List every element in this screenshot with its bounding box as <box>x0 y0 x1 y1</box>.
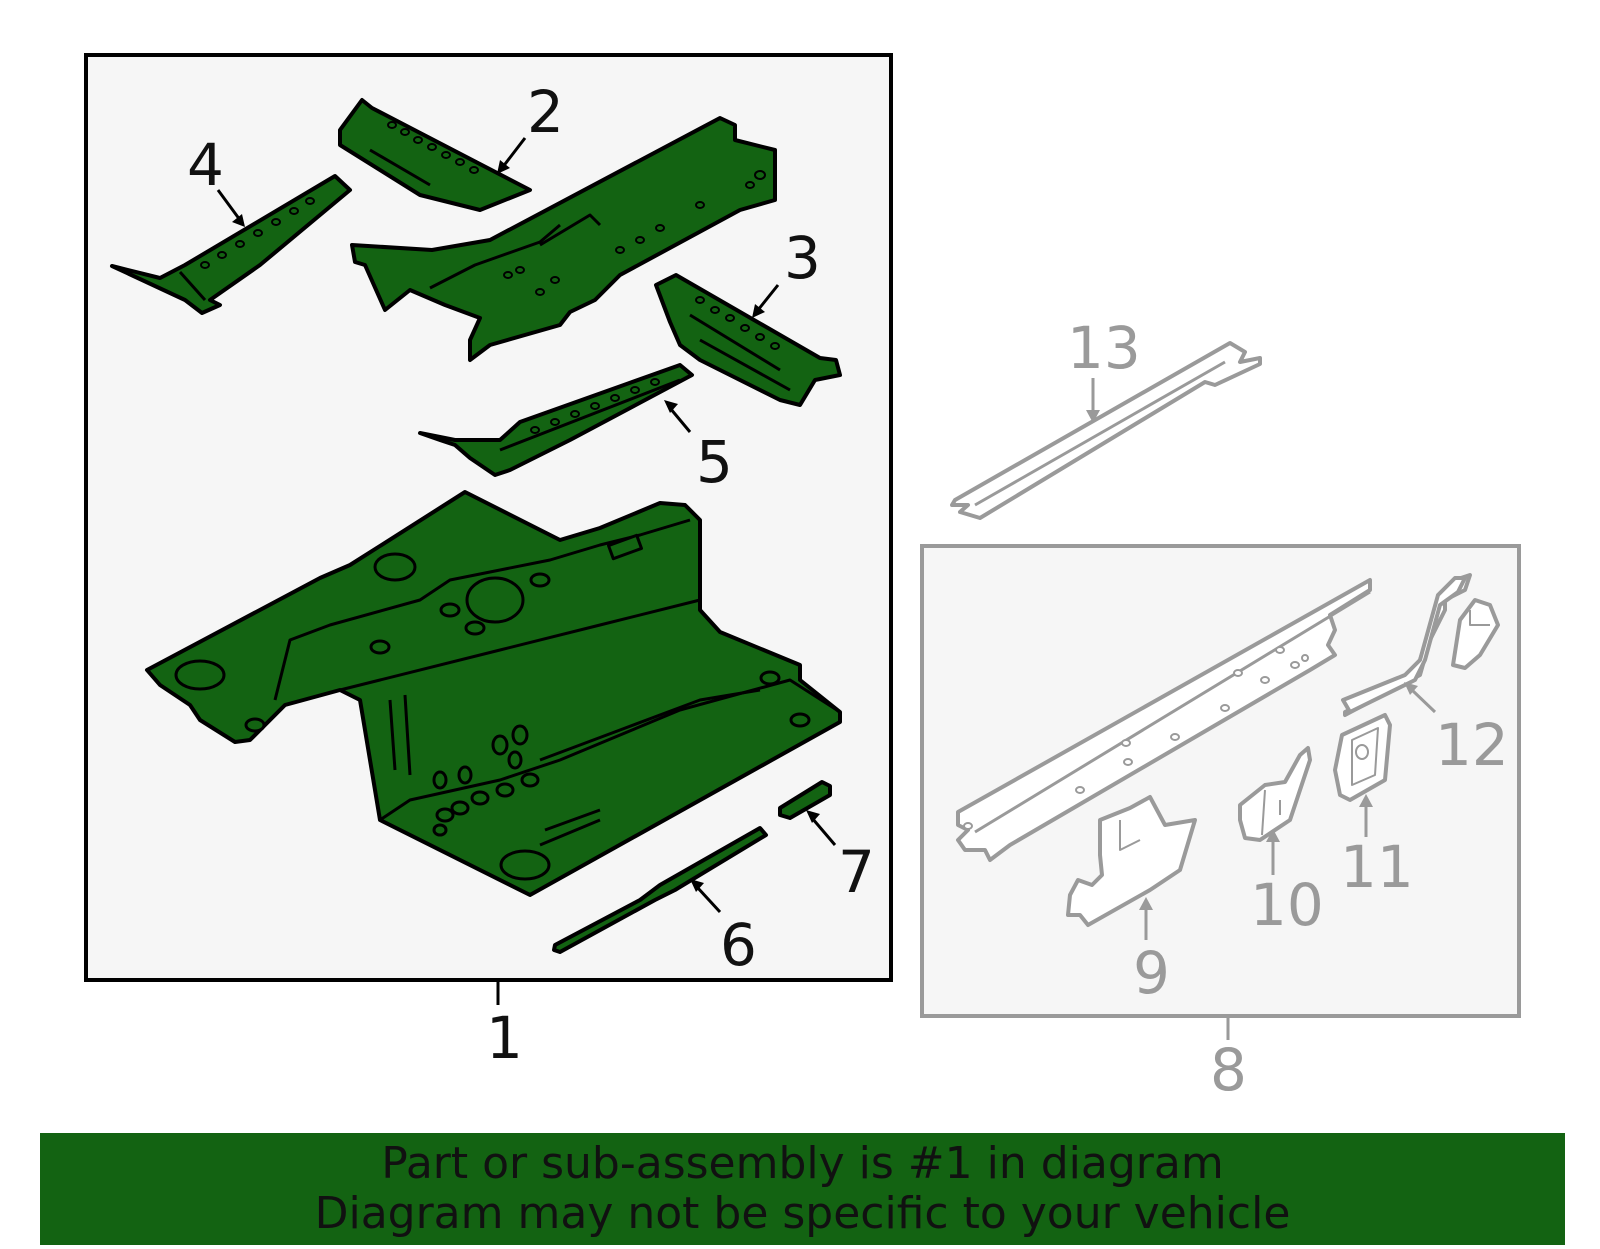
part-7[interactable] <box>778 780 832 820</box>
part-4[interactable] <box>110 174 352 315</box>
part-5[interactable] <box>418 363 694 477</box>
leader-7 <box>810 817 837 846</box>
part-6[interactable] <box>552 826 768 954</box>
callout-1: 1 <box>486 1004 523 1072</box>
callout-10: 10 <box>1250 871 1324 939</box>
callout-6: 6 <box>720 911 757 979</box>
arrow-9 <box>1139 897 1153 910</box>
arrow-13 <box>1086 410 1100 423</box>
leader-2 <box>500 137 527 169</box>
callout-7: 7 <box>838 838 875 906</box>
leader-12 <box>1410 688 1437 714</box>
part-10[interactable] <box>1238 746 1312 842</box>
arrow-10 <box>1266 829 1280 842</box>
callout-13: 13 <box>1067 314 1141 382</box>
part-11[interactable] <box>1333 713 1392 802</box>
arrow-3 <box>752 304 765 318</box>
leader-6 <box>695 885 722 914</box>
banner-line-2: Diagram may not be specific to your vehi… <box>314 1188 1291 1239</box>
part-3[interactable] <box>654 273 842 407</box>
part-center-tunnel[interactable] <box>350 116 777 362</box>
arrow-12 <box>1404 682 1418 695</box>
arrow-7 <box>806 810 820 823</box>
arrow-5 <box>664 400 678 413</box>
arrow-4 <box>232 214 245 227</box>
callout-12: 12 <box>1435 711 1509 779</box>
arrow-6 <box>690 879 704 892</box>
part-9[interactable] <box>1066 795 1197 927</box>
callout-9: 9 <box>1133 939 1170 1007</box>
callout-3: 3 <box>784 224 821 292</box>
arrow-11 <box>1359 794 1373 807</box>
part-13[interactable] <box>950 341 1262 520</box>
part-floor-pan[interactable] <box>145 490 842 897</box>
leader-3 <box>756 284 780 311</box>
arrow-2 <box>497 160 510 174</box>
callout-5: 5 <box>696 428 733 496</box>
info-banner: Part or sub-assembly is #1 in diagram Di… <box>40 1133 1565 1245</box>
callout-2: 2 <box>527 78 564 146</box>
callout-11: 11 <box>1340 833 1414 901</box>
callout-4: 4 <box>187 131 224 199</box>
part-8-rail[interactable] <box>956 578 1372 862</box>
banner-line-1: Part or sub-assembly is #1 in diagram <box>381 1138 1224 1189</box>
part-12[interactable] <box>1341 573 1500 717</box>
callout-8: 8 <box>1210 1036 1247 1104</box>
part-2[interactable] <box>338 98 532 212</box>
leader-4 <box>216 189 242 221</box>
leader-5 <box>668 407 692 433</box>
